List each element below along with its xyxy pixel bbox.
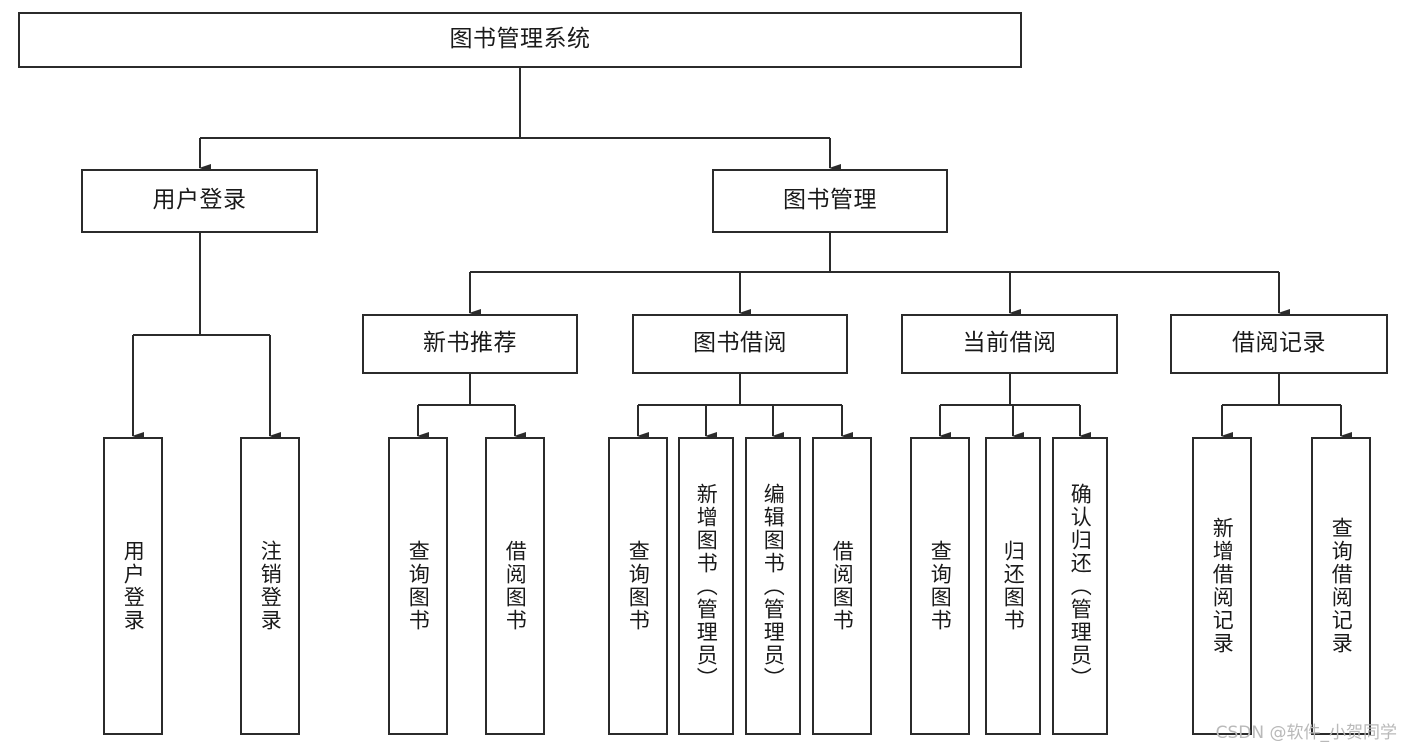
node-label: 查询图书 [928, 540, 953, 632]
node-label: 归还图书 [1001, 540, 1026, 632]
node-leaf-add-record[interactable]: 新增借阅记录 [1192, 437, 1252, 735]
node-label: 借阅记录 [1232, 330, 1326, 357]
node-label: 用户登录 [152, 187, 247, 214]
node-borrow-record[interactable]: 借阅记录 [1170, 314, 1388, 374]
node-label: 新增图书（管理员） [694, 482, 719, 690]
node-leaf-add-book[interactable]: 新增图书（管理员） [678, 437, 734, 735]
node-label: 新增借阅记录 [1210, 517, 1235, 655]
node-leaf-user-login[interactable]: 用户登录 [103, 437, 163, 735]
node-leaf-logout[interactable]: 注销登录 [240, 437, 300, 735]
node-leaf-edit-book[interactable]: 编辑图书（管理员） [745, 437, 801, 735]
node-label: 借阅图书 [503, 540, 528, 632]
node-label: 图书管理系统 [449, 26, 591, 53]
node-label: 当前借阅 [962, 330, 1057, 357]
node-leaf-query-record[interactable]: 查询借阅记录 [1311, 437, 1371, 735]
connector-lines [131, 68, 1352, 441]
node-label: 用户登录 [121, 540, 146, 632]
node-leaf-query-book-borrow[interactable]: 查询图书 [608, 437, 668, 735]
node-current-borrow[interactable]: 当前借阅 [901, 314, 1118, 374]
node-new-book-recommend[interactable]: 新书推荐 [362, 314, 578, 374]
node-user-login[interactable]: 用户登录 [81, 169, 318, 233]
node-root[interactable]: 图书管理系统 [18, 12, 1022, 68]
node-label: 查询借阅记录 [1329, 517, 1354, 655]
node-label: 借阅图书 [830, 540, 855, 632]
node-label: 注销登录 [258, 540, 283, 632]
node-label: 查询图书 [406, 540, 431, 632]
node-label: 确认归还（管理员） [1068, 482, 1093, 690]
node-label: 编辑图书（管理员） [761, 482, 786, 690]
node-leaf-query-book-new[interactable]: 查询图书 [388, 437, 448, 735]
node-book-manage[interactable]: 图书管理 [712, 169, 948, 233]
node-leaf-confirm-return[interactable]: 确认归还（管理员） [1052, 437, 1108, 735]
node-label: 新书推荐 [423, 330, 517, 357]
node-label: 图书管理 [783, 187, 877, 214]
node-leaf-borrow-book[interactable]: 借阅图书 [812, 437, 872, 735]
node-leaf-query-book-current[interactable]: 查询图书 [910, 437, 970, 735]
node-book-borrow[interactable]: 图书借阅 [632, 314, 848, 374]
node-label: 查询图书 [626, 540, 651, 632]
node-label: 图书借阅 [693, 330, 787, 357]
node-leaf-borrow-book-new[interactable]: 借阅图书 [485, 437, 545, 735]
node-leaf-return-book[interactable]: 归还图书 [985, 437, 1041, 735]
